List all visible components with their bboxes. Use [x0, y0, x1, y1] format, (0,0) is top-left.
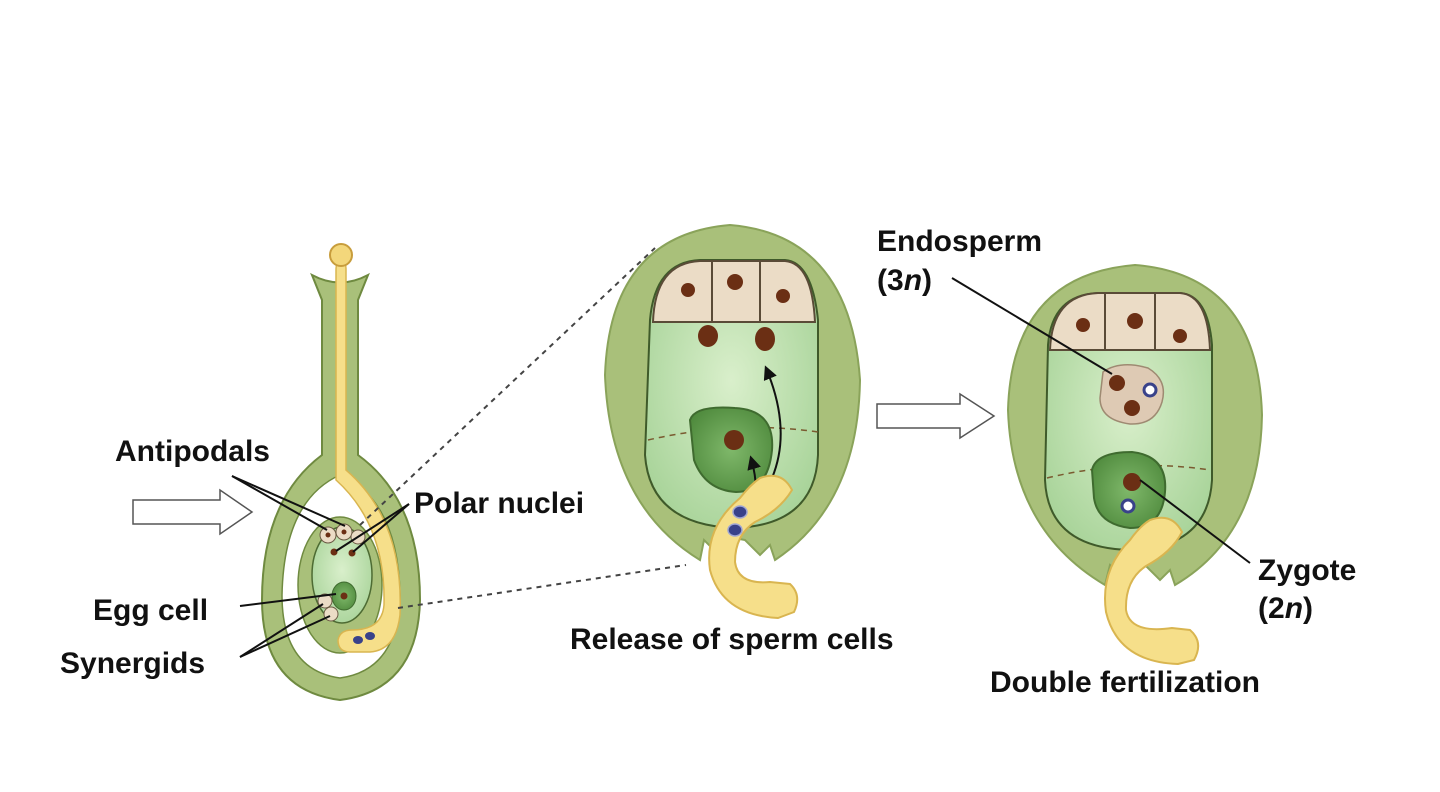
antipodal-band-middle [651, 260, 817, 323]
zoom-line-top [359, 247, 656, 526]
synergids-leader [239, 603, 324, 658]
zygote-label: Zygote [1258, 554, 1356, 587]
pollen-tube-small [335, 261, 401, 653]
double-fertilization-figure [1006, 263, 1264, 666]
egg-cell-label: Egg cell [93, 594, 208, 627]
antipodal-nucleus [776, 289, 790, 303]
pollen-grain [329, 243, 353, 267]
polar-nuclei-leader [352, 503, 410, 553]
synergid-small [323, 606, 339, 622]
double-fertilization-label: Double fertilization [990, 666, 1260, 699]
left-labels: Antipodals Polar nuclei Egg cell Synergi… [60, 435, 584, 680]
sperm-cell [732, 505, 748, 519]
egg-nucleus [724, 430, 744, 450]
synergids-leader [239, 615, 331, 658]
pollen-tube-middle [708, 474, 799, 620]
zoom-line-bottom [397, 564, 687, 609]
input-arrow [132, 488, 254, 536]
endosperm-leader [951, 277, 1113, 375]
antipodals-leader [231, 475, 346, 527]
antipodal-nucleus [1127, 313, 1143, 329]
sperm-release-figure: Release of sperm cells [570, 223, 894, 656]
transition-arrow [876, 392, 996, 440]
sperm-cell-small [353, 636, 363, 644]
sperm-cell-small [365, 632, 375, 640]
egg-cell-leader [239, 593, 337, 607]
sperm-cell [727, 523, 743, 537]
egg-nucleus-small [340, 592, 348, 600]
release-of-sperm-label: Release of sperm cells [570, 623, 894, 656]
egg-cell-middle [688, 406, 774, 494]
polar-nucleus [698, 325, 718, 347]
polar-nucleus [1109, 375, 1125, 391]
antipodal-nucleus [1076, 318, 1090, 332]
antipodals-leader [231, 475, 328, 531]
antipodal-nucleus [681, 283, 695, 297]
zygote-ploidy: (2n) [1258, 592, 1313, 625]
endosperm-ploidy: (3n) [877, 264, 932, 297]
right-labels: Endosperm (3n) Zygote (2n) Double fertil… [877, 225, 1356, 699]
zygote-leader [1139, 479, 1251, 564]
sperm-path-arrow [763, 365, 782, 479]
pollen-tube-right [1104, 516, 1200, 666]
antipodal-nucleus [727, 274, 743, 290]
polar-nuclei-label: Polar nuclei [414, 487, 584, 520]
pistil-ovule-figure [260, 243, 422, 702]
antipodals-label: Antipodals [115, 435, 270, 468]
sperm-nucleus-endosperm [1142, 382, 1158, 398]
polar-nuclei-leader [335, 503, 410, 552]
zygote-nucleus [1123, 473, 1141, 491]
synergids-label: Synergids [60, 647, 205, 680]
sperm-nucleus-zygote [1120, 498, 1136, 514]
polar-nucleus [755, 327, 775, 351]
endosperm-label: Endosperm [877, 225, 1042, 258]
polar-nucleus [1124, 400, 1140, 416]
sac-division-line [1046, 464, 1211, 479]
antipodal-nucleus [1173, 329, 1187, 343]
